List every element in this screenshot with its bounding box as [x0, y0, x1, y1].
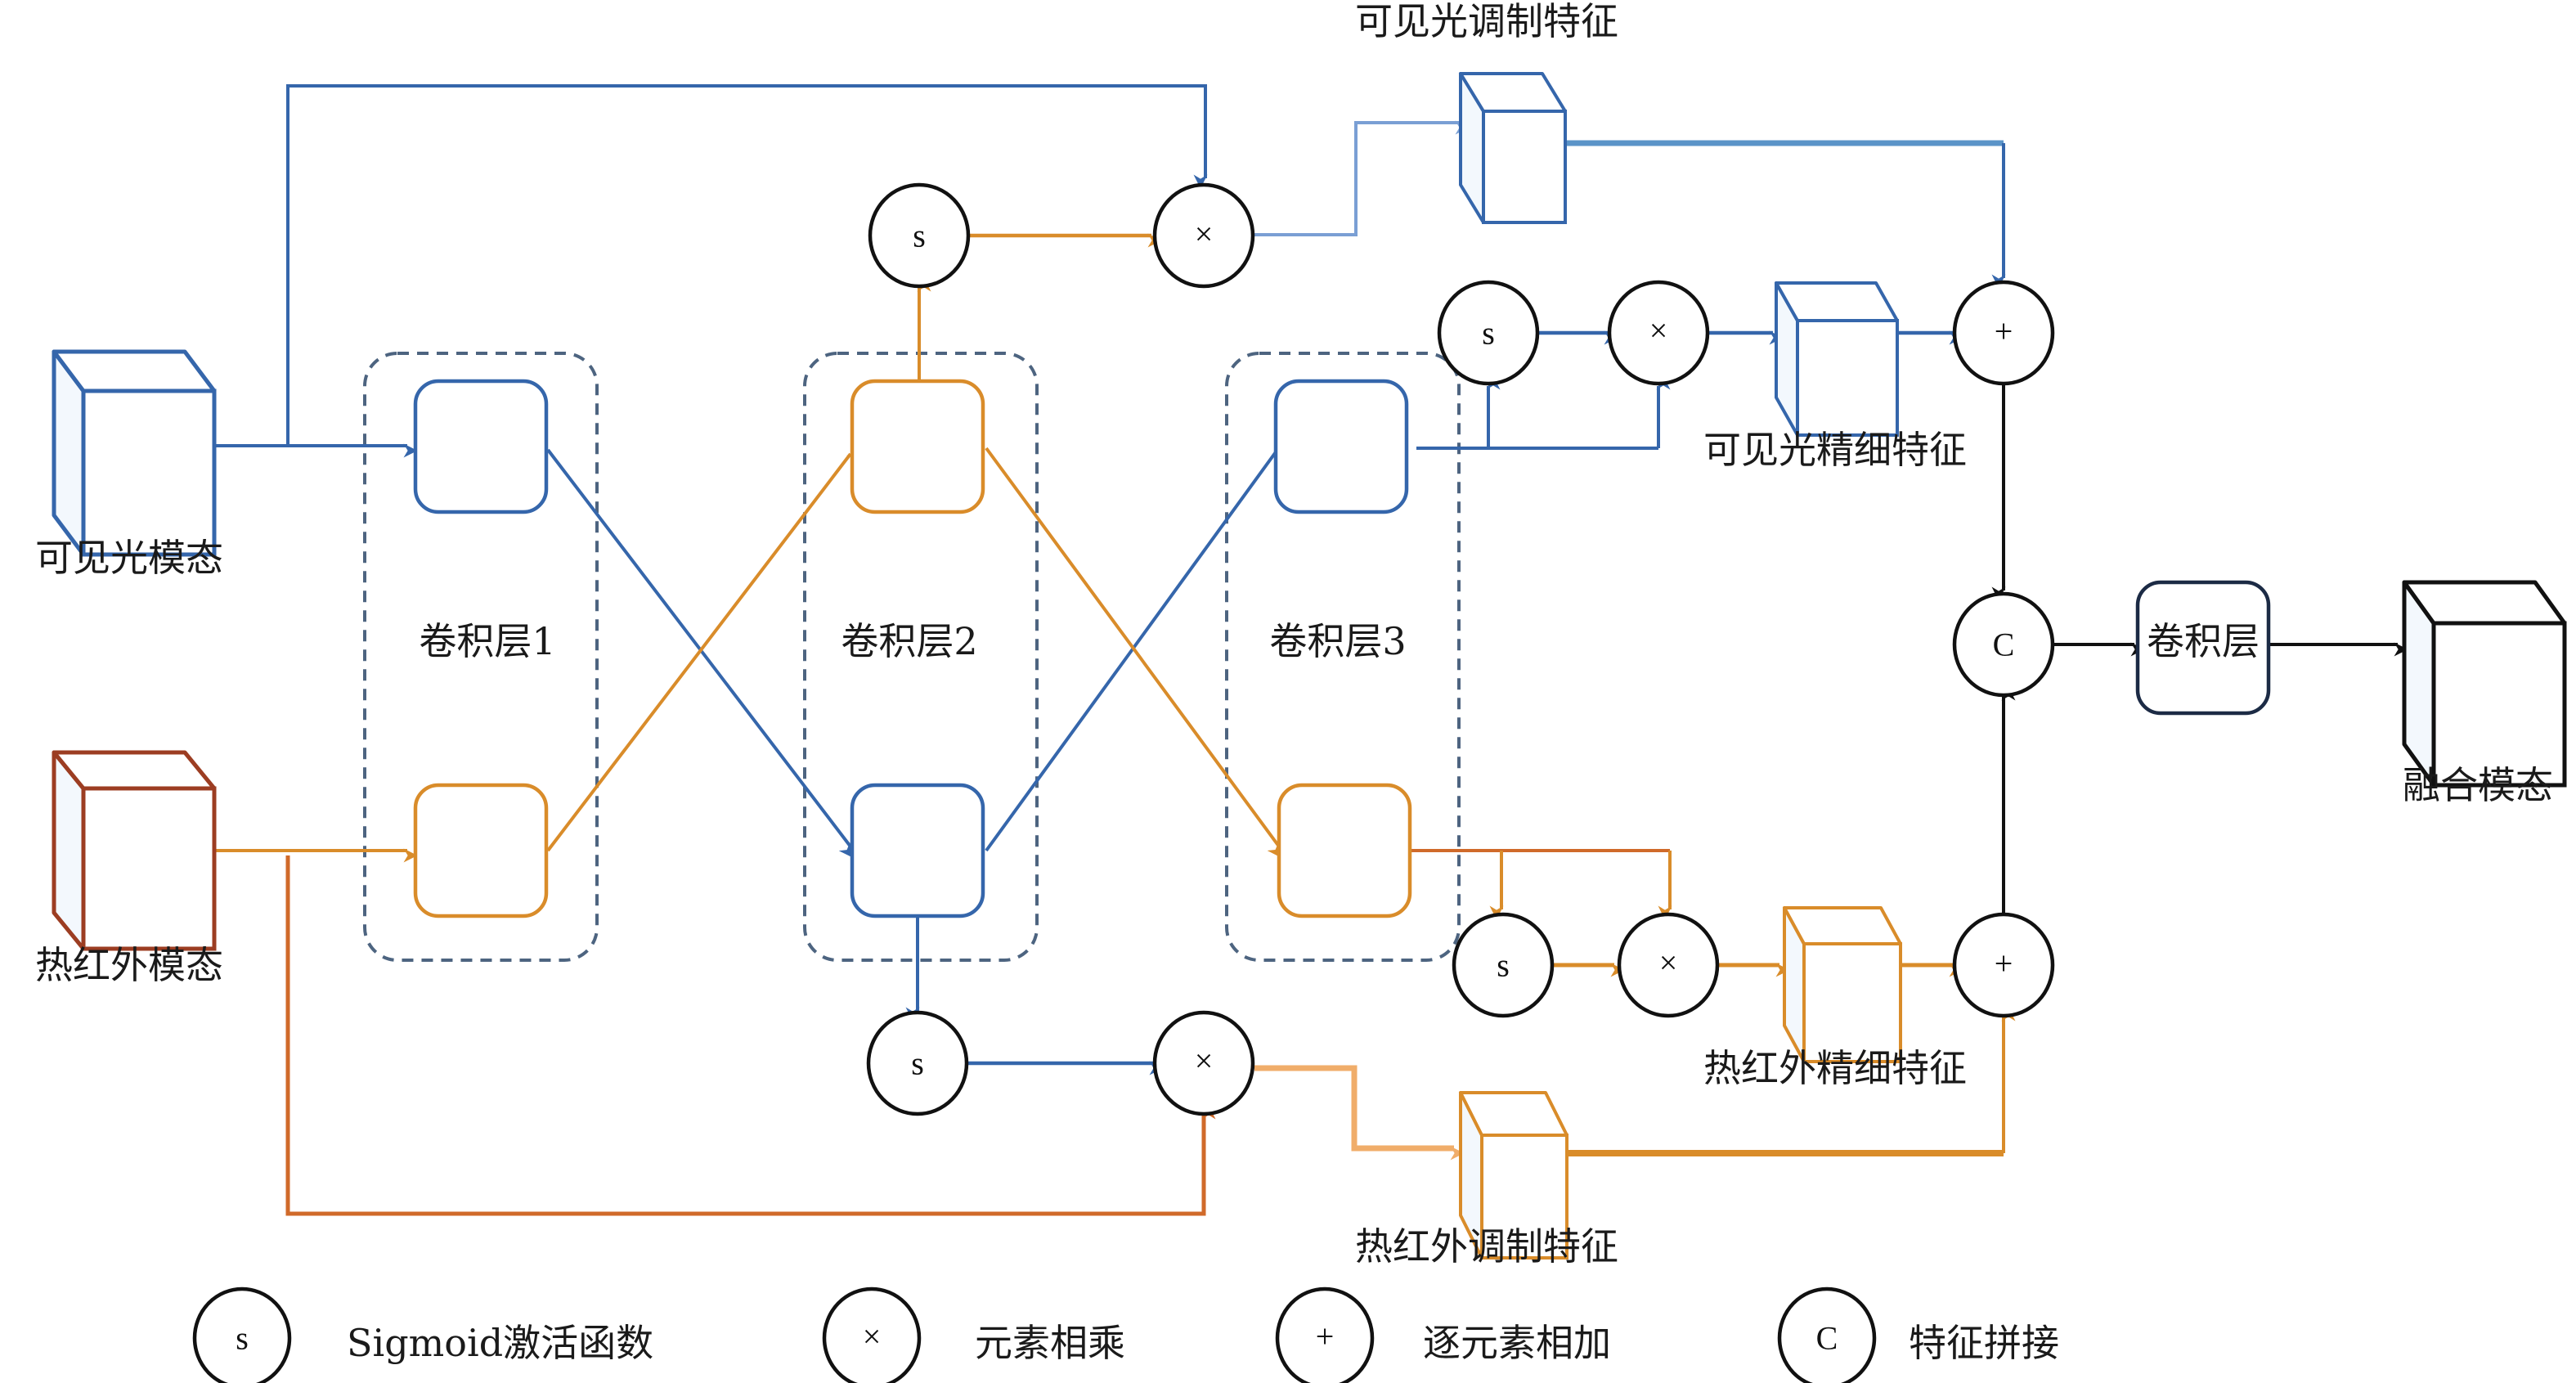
visible-refined-cube-icon: [1775, 281, 1899, 437]
labels: 可见光模态 热红外模态 卷积层1 卷积层2 卷积层3 可见光调制特征 可见光精细…: [35, 0, 2553, 1268]
conv3-infrared-block[interactable]: [1277, 783, 1412, 918]
sigmoid-symbol: s: [1482, 315, 1495, 352]
legend-label: Sigmoid激活函数: [347, 1321, 653, 1365]
multiply-op-visible-refine[interactable]: ×: [1607, 280, 1710, 386]
infrared-input-cube-icon: [52, 750, 217, 951]
sigmoid-symbol: s: [1497, 947, 1510, 984]
infrared-refined-feature-label: 热红外精细特征: [1703, 1046, 1967, 1090]
infrared-modulated-feature-label: 热红外调制特征: [1355, 1224, 1618, 1268]
legend-label: 逐元素相加: [1423, 1321, 1611, 1365]
concat-op[interactable]: C: [1952, 591, 2055, 698]
multiply-op-top[interactable]: ×: [1152, 182, 1255, 289]
operators: s × s × + C s × + s ×: [866, 182, 2055, 1116]
multiply-op-bottom[interactable]: ×: [1152, 1010, 1255, 1116]
conv-layer-3-group: [1225, 352, 1461, 962]
multiply-icon: ×: [863, 1318, 882, 1355]
conv-layer-1-group: [363, 352, 599, 962]
sigmoid-op-visible-refine[interactable]: s: [1437, 280, 1540, 386]
add-symbol: +: [1995, 313, 2013, 350]
add-op-infrared[interactable]: +: [1952, 912, 2055, 1018]
visible-paths: [186, 84, 2006, 1075]
add-op-visible[interactable]: +: [1952, 280, 2055, 386]
add-symbol: +: [1995, 945, 2013, 982]
visible-modality-label: 可见光模态: [35, 536, 223, 580]
infrared-refined-cube-icon: [1783, 906, 1902, 1063]
legend-item-concat: C 特征拼接: [1777, 1286, 2059, 1383]
conv1-infrared-block[interactable]: [413, 783, 549, 918]
sigmoid-op-top[interactable]: s: [868, 182, 971, 289]
visible-refined-feature-label: 可见光精细特征: [1703, 428, 1967, 472]
conv2-infrared-block[interactable]: [850, 379, 985, 514]
feature-cubes: [52, 72, 2567, 1260]
legend-item-add: + 逐元素相加: [1275, 1286, 1611, 1383]
sigmoid-symbol: s: [913, 218, 926, 254]
conv1-visible-block[interactable]: [413, 379, 549, 514]
add-icon: +: [1316, 1318, 1335, 1355]
sigmoid-icon: s: [236, 1320, 249, 1357]
final-conv-block[interactable]: [2135, 580, 2271, 716]
final-conv-label: 卷积层: [2147, 619, 2260, 663]
multiply-op-infrared-refine[interactable]: ×: [1617, 912, 1720, 1018]
conv-blocks: [413, 379, 2271, 918]
conv-layer-1-label: 卷积层1: [419, 619, 555, 663]
sigmoid-op-infrared-refine[interactable]: s: [1452, 912, 1555, 1018]
conv-layer-2-label: 卷积层2: [841, 619, 977, 663]
legend-label: 特征拼接: [1909, 1321, 2059, 1365]
conv2-visible-block[interactable]: [850, 783, 985, 918]
visible-input-cube-icon: [52, 349, 217, 557]
visible-modulated-cube-icon: [1459, 72, 1567, 224]
legend-label: 元素相乘: [975, 1321, 1125, 1365]
multiply-symbol: ×: [1659, 945, 1678, 981]
fusion-paths: [1991, 384, 2408, 916]
sigmoid-symbol: s: [911, 1045, 924, 1082]
conv-layer-3-label: 卷积层3: [1269, 619, 1406, 663]
concat-symbol: C: [1993, 626, 2015, 663]
legend-item-sigmoid: s Sigmoid激活函数: [192, 1286, 653, 1383]
visible-modulated-feature-label: 可见光调制特征: [1355, 0, 1618, 43]
concat-icon: C: [1816, 1320, 1838, 1357]
multiply-symbol: ×: [1195, 1043, 1214, 1080]
conv3-visible-block[interactable]: [1273, 379, 1409, 514]
infrared-modulated-cube-icon: [1459, 1091, 1568, 1260]
legend-item-multiply: × 元素相乘: [822, 1286, 1125, 1383]
fused-output-cube-icon: [2402, 580, 2567, 788]
infrared-modality-label: 热红外模态: [35, 943, 223, 987]
legend: s Sigmoid激活函数 × 元素相乘 + 逐元素相加 C 特征拼接: [192, 1286, 2059, 1383]
infrared-paths: [186, 233, 2016, 1216]
fused-modality-label: 融合模态: [2403, 763, 2553, 807]
multiply-symbol: ×: [1649, 312, 1668, 349]
sigmoid-op-bottom[interactable]: s: [866, 1010, 969, 1116]
multiply-symbol: ×: [1195, 216, 1214, 253]
